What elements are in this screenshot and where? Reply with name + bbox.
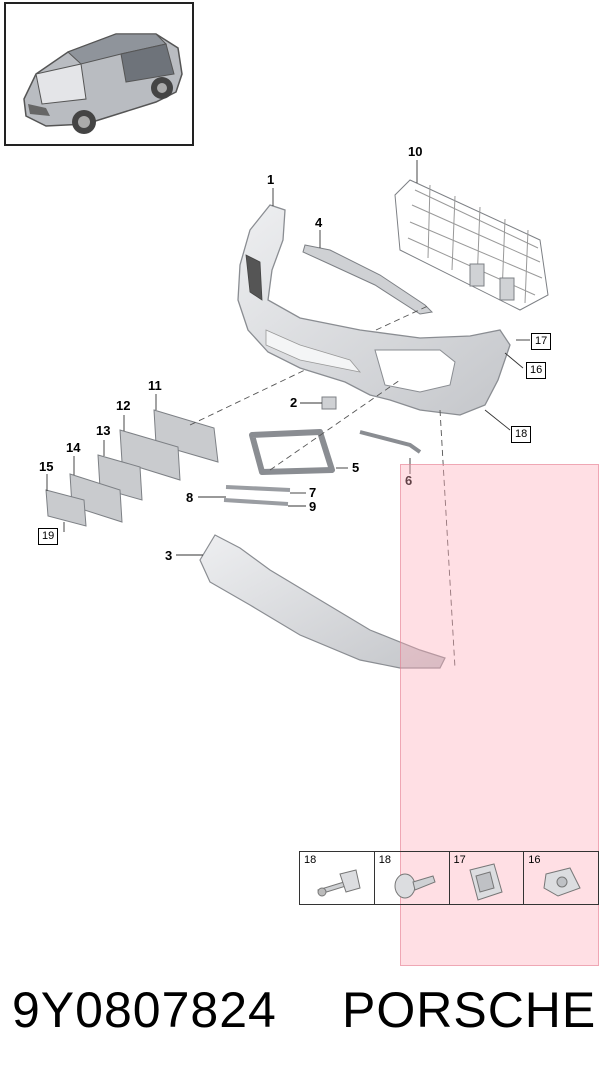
bumper-cover-part xyxy=(237,204,511,416)
grille-frame-part xyxy=(394,179,549,311)
fog-light-surround-part xyxy=(249,429,335,475)
legend-number: 18 xyxy=(304,854,317,866)
callout-box-18: 18 xyxy=(511,426,532,443)
bracket-clip-icon xyxy=(468,863,503,901)
round-clip-icon xyxy=(394,873,436,899)
exploded-parts-diagram xyxy=(45,160,549,669)
callout-7: 7 xyxy=(309,485,317,500)
part-number: 9Y0807824 xyxy=(12,982,277,1038)
legend-number: 18 xyxy=(378,854,391,866)
footer-caption: 9Y0807824 PORSCHE xyxy=(0,975,600,1045)
callout-box-19: 19 xyxy=(38,528,59,545)
brand-name: PORSCHE xyxy=(342,982,597,1038)
fastener-legend-table: 18 18 17 16 xyxy=(299,851,599,905)
trim-strip-7-8 xyxy=(225,485,291,492)
callout-box-17: 17 xyxy=(531,333,552,350)
callout-13: 13 xyxy=(96,423,111,438)
side-trim-part-6 xyxy=(359,430,422,454)
callout-6: 6 xyxy=(405,473,413,488)
legend-cell: 18 xyxy=(375,852,450,904)
legend-cell: 16 xyxy=(524,852,598,904)
alignment-lines xyxy=(189,304,456,669)
callout-15: 15 xyxy=(39,459,54,474)
vehicle-thumbnail xyxy=(4,2,194,146)
clip-part-2 xyxy=(321,396,337,410)
callout-14: 14 xyxy=(66,440,81,455)
callout-9: 9 xyxy=(309,499,317,514)
trim-strip-9 xyxy=(223,498,289,506)
callout-8: 8 xyxy=(186,490,194,505)
legend-cell: 17 xyxy=(450,852,525,904)
license-plate-brackets xyxy=(45,409,219,527)
callout-2: 2 xyxy=(290,395,298,410)
callout-4: 4 xyxy=(315,215,323,230)
lower-spoiler-part xyxy=(199,534,446,669)
callout-12: 12 xyxy=(116,398,131,413)
mount-clip-icon xyxy=(543,867,581,897)
callout-3: 3 xyxy=(165,548,173,563)
upper-trim-strip-part xyxy=(302,244,434,315)
callout-10: 10 xyxy=(408,144,423,159)
legend-number: 17 xyxy=(453,854,466,866)
callout-1: 1 xyxy=(267,172,275,187)
callout-box-16: 16 xyxy=(526,362,547,379)
push-rivet-icon xyxy=(317,869,361,897)
leader-lines xyxy=(46,160,530,556)
legend-cell: 18 xyxy=(300,852,375,904)
callout-11: 11 xyxy=(148,378,162,393)
callout-5: 5 xyxy=(352,460,360,475)
suv-illustration-icon xyxy=(23,33,183,134)
legend-number: 16 xyxy=(528,854,541,866)
